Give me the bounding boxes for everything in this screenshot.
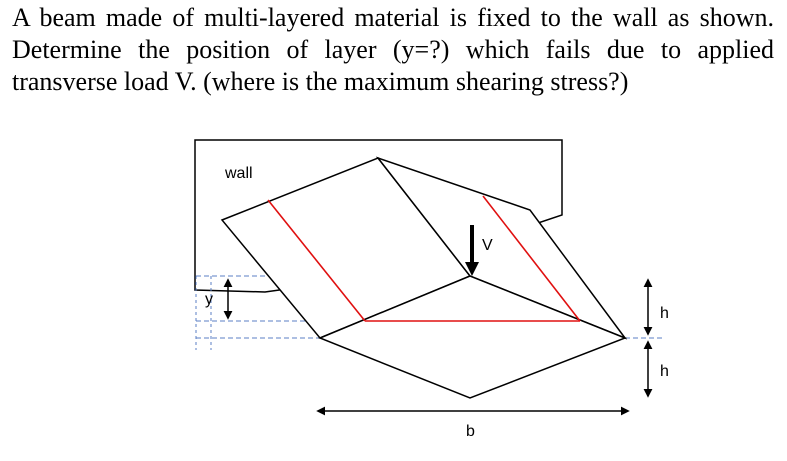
load-arrow-head	[465, 262, 479, 276]
failure-layer-right-edge	[482, 195, 581, 322]
problem-statement: A beam made of multi-layered material is…	[12, 2, 774, 98]
failure-layer	[267, 195, 581, 322]
failure-layer-left-edge	[267, 199, 366, 322]
y-label: y	[205, 291, 213, 308]
h-label-lower: h	[660, 363, 669, 380]
problem-line-1: A beam made of multi-layered material is…	[12, 3, 774, 32]
load-label: V	[482, 237, 493, 254]
beam-cross-section-lower	[318, 275, 628, 399]
problem-line-3: transverse load V. (where is the maximum…	[12, 67, 629, 96]
wall-label: wall	[224, 165, 253, 182]
b-label: b	[466, 423, 475, 440]
dashed-vertical-guides	[195, 276, 212, 350]
problem-line-2: Determine the position of layer (y=?) wh…	[12, 35, 774, 64]
h-label-upper: h	[660, 305, 669, 322]
